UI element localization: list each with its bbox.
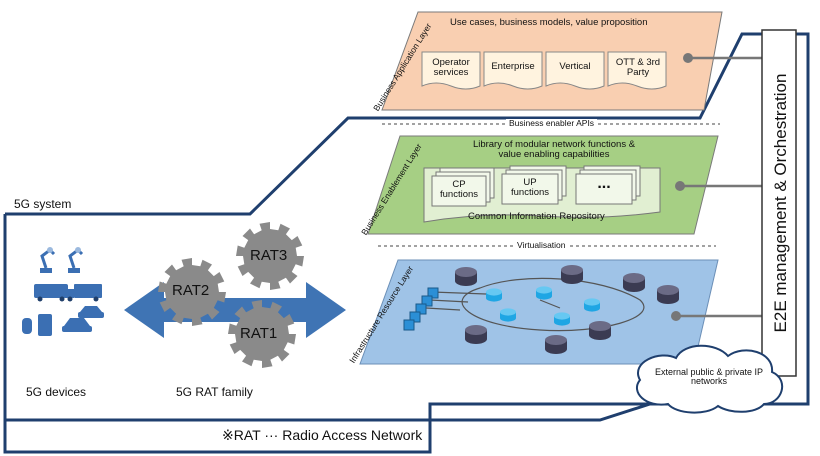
car-icon: [62, 318, 92, 332]
server-cubes: [403, 287, 439, 331]
e2e-label: E2E management & Orchestration: [771, 74, 790, 333]
external-networks-cloud: [636, 344, 784, 414]
storage-node-2: [561, 265, 583, 284]
library-title: Library of modular network functions & v…: [472, 139, 636, 160]
storage-node-4: [465, 325, 487, 344]
truck-icon: [64, 284, 102, 302]
storage-node-3: [623, 273, 645, 292]
compute-node-1: [486, 288, 502, 302]
business-application-title: Use cases, business models, value propos…: [450, 17, 648, 28]
doc-vertical: [545, 51, 605, 90]
footnote: ※RAT ··· Radio Access Network: [222, 427, 423, 443]
phone-icon: [38, 314, 52, 336]
external-networks-label: External public & private IP networks: [654, 367, 764, 387]
storage-node-6: [589, 321, 611, 340]
gear-rat1-icon: [228, 300, 296, 368]
compute-node-3: [584, 298, 600, 312]
gear-rat3-icon: [236, 222, 304, 290]
5g-rat-family-label: 5G RAT family: [176, 385, 253, 399]
robot-arm-icon: [40, 247, 56, 273]
5g-system-outline: [3, 32, 810, 454]
business-application-layer: [381, 11, 762, 111]
watch-icon: [22, 318, 32, 334]
robot-arm-icon-2: [68, 247, 84, 273]
device-icons: [22, 247, 104, 336]
more-functions-label: ...: [597, 175, 611, 192]
e2e-management-bar: [761, 29, 797, 377]
rat1-label: RAT1: [240, 325, 278, 342]
gear-rat2-icon: [158, 258, 226, 326]
doc-ott-label: OTT & 3rd Party: [615, 57, 661, 78]
rat-double-arrow: [124, 282, 346, 338]
storage-node-7: [657, 285, 679, 304]
doc-enterprise-label: Enterprise: [491, 61, 535, 72]
virtualisation-label: Virtualisation: [514, 241, 569, 250]
compute-nodes: [486, 286, 600, 326]
up-functions-label: UP functions: [510, 177, 550, 198]
cp-functions-label: CP functions: [439, 179, 479, 200]
car-icon-2: [78, 306, 104, 318]
5g-system-outline-bottom: [5, 402, 651, 422]
storage-nodes: [455, 265, 679, 354]
rat3-label: RAT3: [250, 247, 288, 264]
compute-node-4: [500, 308, 516, 322]
business-enabler-apis-label: Business enabler APIs: [506, 119, 598, 128]
storage-node-5: [545, 335, 567, 354]
doc-ott-3rd-party: [607, 51, 667, 90]
bus-icon: [34, 284, 68, 302]
infrastructure-resource-layer: [359, 259, 762, 365]
common-repository-label: Common Information Repository: [468, 211, 605, 222]
doc-enterprise: [483, 51, 543, 90]
business-enablement-layer: [367, 135, 762, 235]
storage-node-1: [455, 267, 477, 286]
cp-functions-stack: [431, 167, 495, 207]
doc-operator-services: [421, 51, 481, 90]
rat2-label: RAT2: [172, 282, 210, 299]
more-functions-stack: [575, 165, 641, 205]
5g-system-label: 5G system: [14, 197, 72, 211]
up-functions-stack: [501, 165, 567, 205]
compute-node-2: [536, 286, 552, 300]
5g-devices-label: 5G devices: [26, 385, 87, 399]
compute-node-5: [554, 312, 570, 326]
doc-vertical-label: Vertical: [559, 61, 591, 72]
doc-operator-services-label: Operator services: [432, 57, 470, 78]
rat-gears: [158, 222, 304, 368]
